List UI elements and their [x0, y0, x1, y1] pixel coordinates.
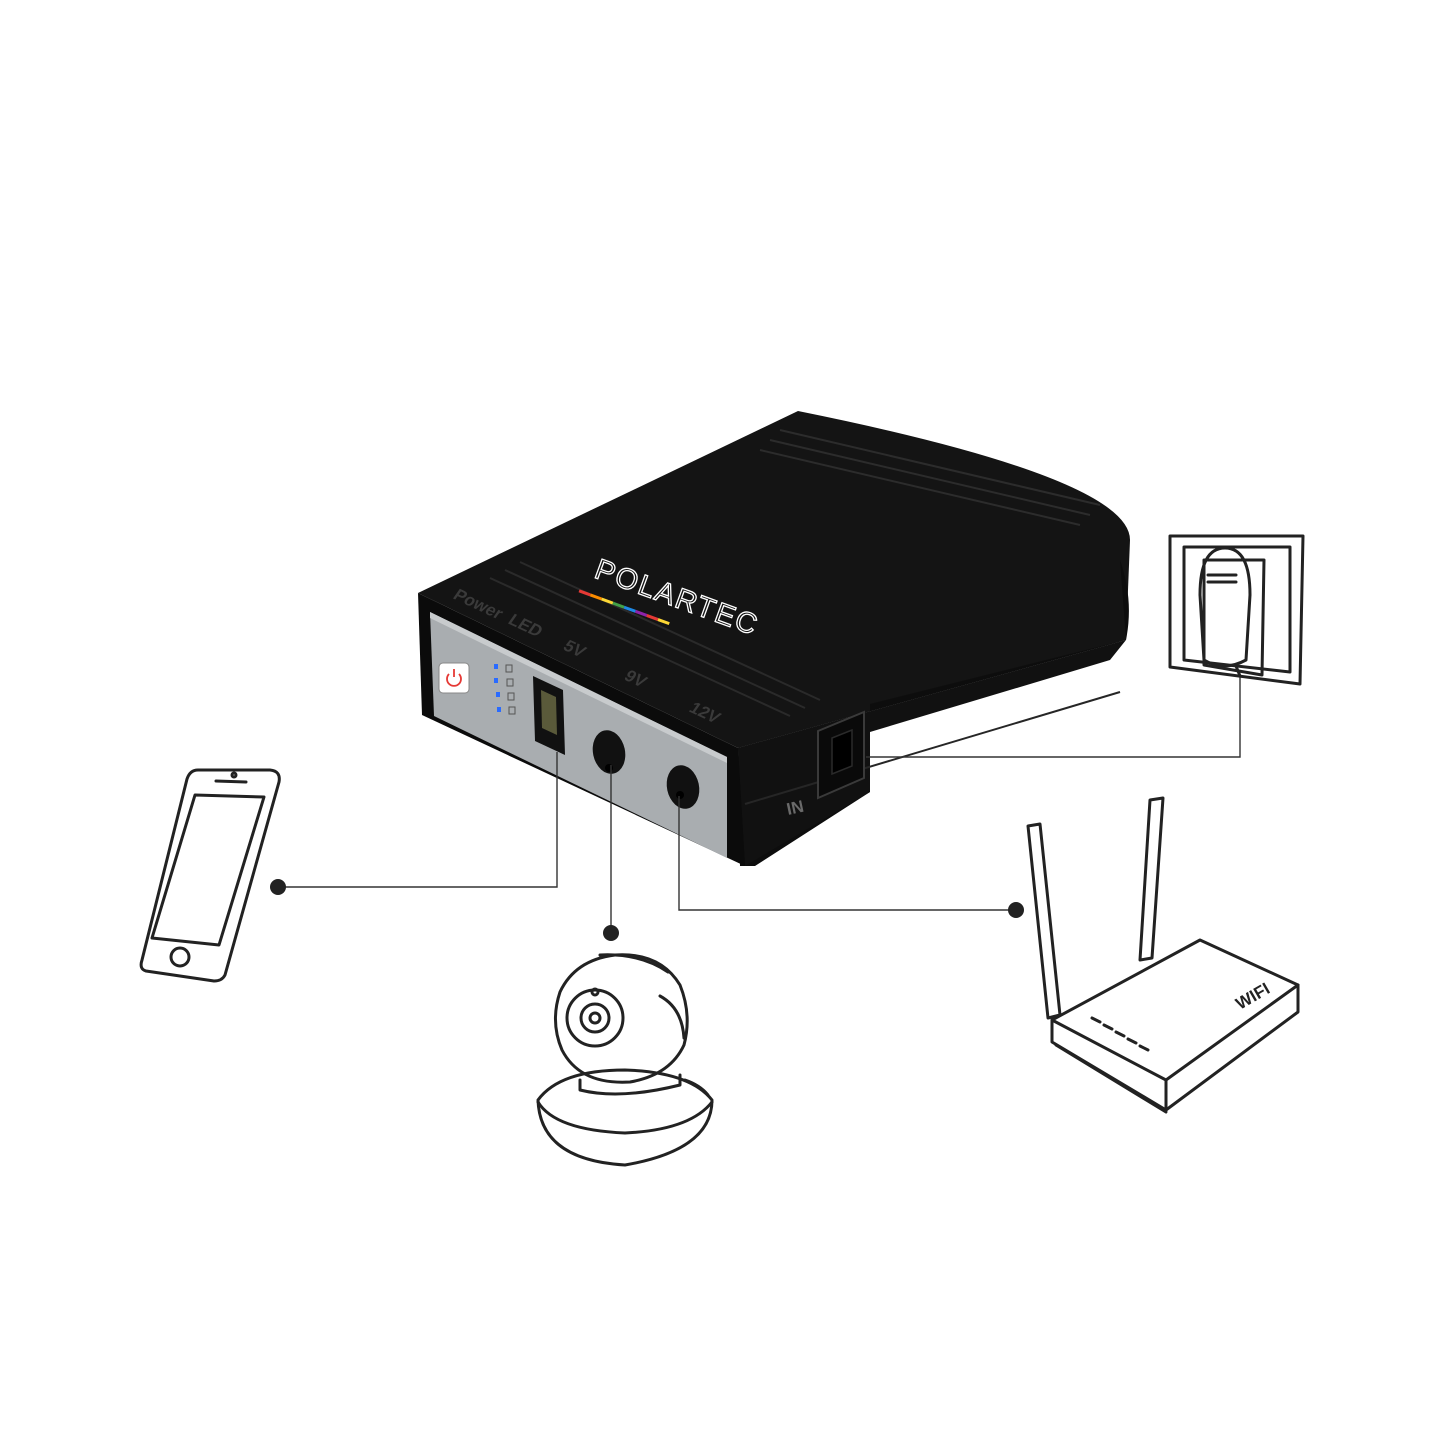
power-bank — [418, 411, 1130, 866]
brand-stripe-segment — [589, 593, 603, 601]
usb-5v-port — [533, 676, 565, 755]
dc-input-port — [817, 710, 865, 800]
wire-12v-router — [678, 796, 1016, 911]
brand-color-stripe — [578, 589, 670, 626]
wire-5v-smartphone — [278, 752, 558, 888]
battery-led-indicators — [494, 664, 516, 715]
brand-stripe-segment — [634, 609, 648, 617]
connection-wires — [270, 676, 1241, 941]
wifi-router-icon: WIFI — [1026, 796, 1300, 1114]
dc-12v-port — [666, 765, 700, 809]
connector-dot-router — [1008, 902, 1024, 918]
brand-stripe-segment — [612, 601, 625, 609]
power-icon — [446, 669, 462, 687]
connector-dot-smartphone — [270, 879, 286, 895]
power-button[interactable] — [438, 662, 470, 694]
brand-stripe-segment — [657, 618, 670, 626]
security-camera-icon — [536, 953, 714, 1167]
brand-stripe-segment — [646, 614, 659, 621]
brand-stripe-segment — [601, 597, 614, 605]
wire-in-adapter — [866, 676, 1241, 758]
smartphone-icon — [139, 768, 281, 983]
brand-stripe-segment — [623, 605, 636, 613]
label-in: IN — [785, 797, 806, 819]
brand-stripe-segment — [578, 589, 591, 597]
wall-adapter-icon — [1168, 534, 1305, 686]
connector-dot-camera — [603, 925, 619, 941]
